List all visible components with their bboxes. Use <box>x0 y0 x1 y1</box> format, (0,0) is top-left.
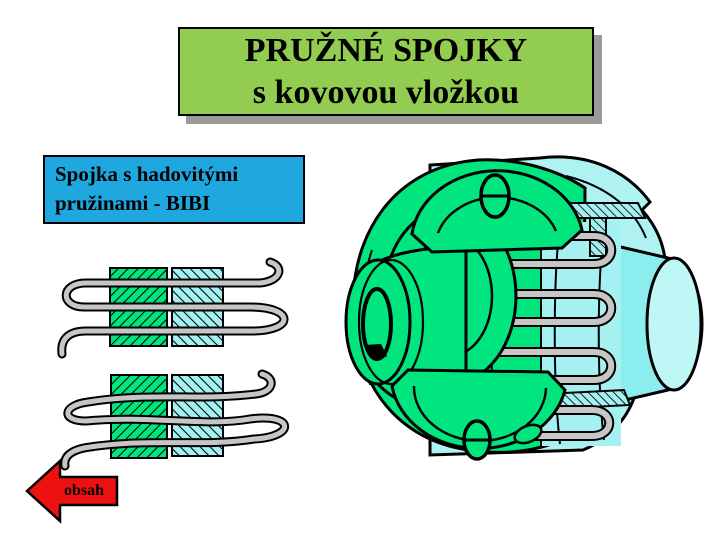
topic-label-line-2: pružinami - BIBI <box>55 191 211 215</box>
title-box: PRUŽNÉ SPOJKY s kovovou vložkou <box>178 27 594 116</box>
title-line-1: PRUŽNÉ SPOJKY <box>244 32 528 69</box>
bore-keyway <box>365 344 387 359</box>
spring-detail-loaded <box>60 369 290 471</box>
obsah-label: obsah <box>63 482 105 499</box>
left-arrow-icon <box>25 458 119 524</box>
left-hub-bore <box>361 287 393 361</box>
obsah-back-button[interactable]: obsah <box>24 458 120 524</box>
topic-label-line-1: Spojka s hadovitými <box>55 162 239 186</box>
topic-label-box: Spojka s hadovitými pružinami - BIBI <box>43 155 305 224</box>
coupling-cutaway-figure <box>344 155 704 461</box>
title-line-2: s kovovou vložkou <box>252 74 520 111</box>
right-hub-face <box>645 256 703 392</box>
spring-detail-unloaded <box>57 257 289 359</box>
